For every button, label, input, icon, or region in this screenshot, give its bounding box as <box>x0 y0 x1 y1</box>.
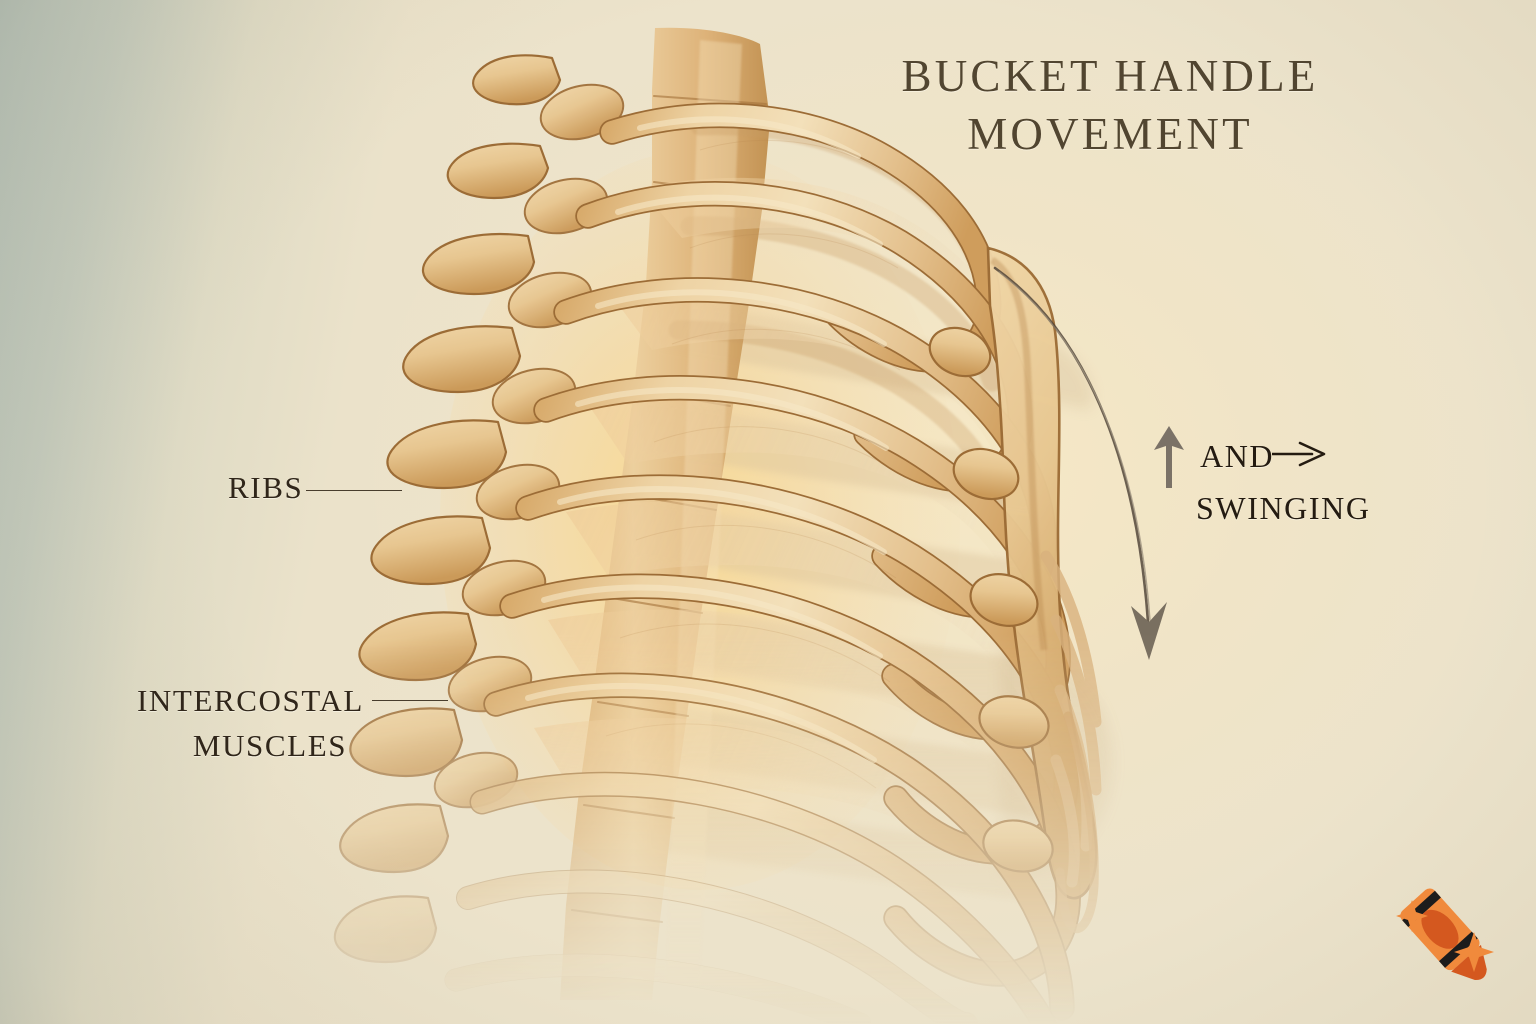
page-title: BUCKET HANDLE MOVEMENT <box>830 48 1390 163</box>
arrow-up-icon <box>1154 426 1184 488</box>
motion-label-and: AND <box>1200 438 1275 474</box>
callout-leader-line-ribs <box>306 490 402 491</box>
spinous-processes <box>333 54 562 964</box>
callout-label-intercostal-muscles: INTERCOSTAL MUSCLES <box>137 679 381 769</box>
costochondral-joints <box>928 326 1054 873</box>
crayon-body <box>1400 888 1487 980</box>
sparkle-icon-2 <box>1454 932 1494 972</box>
bone-hatching <box>605 139 901 789</box>
callout-leader-line-intercostal-muscles <box>372 700 448 701</box>
rib-pair-10 <box>444 953 872 1024</box>
intercostal-muscles-membranes <box>534 177 1047 938</box>
rib-pair-8 <box>469 771 1057 1024</box>
motion-label-swinging: SWINGING <box>1196 490 1371 526</box>
craiyon-crayon-logo[interactable] <box>1382 872 1510 1000</box>
rib-pair-9 <box>456 869 978 1024</box>
callout-label-intercostal-line-1: INTERCOSTAL <box>137 683 364 718</box>
callout-label-intercostal-line-2: MUSCLES <box>192 727 348 763</box>
costal-cartilage-column <box>986 246 1102 934</box>
callout-label-ribs: RIBS <box>228 470 304 505</box>
title-line-2: MOVEMENT <box>967 108 1253 159</box>
title-line-1: BUCKET HANDLE <box>901 51 1319 101</box>
sparkle-icons <box>1396 900 1494 972</box>
sparkle-icon-1 <box>1396 900 1428 932</box>
rib-pair-7 <box>483 672 1075 1021</box>
curved-sweep-arrow-icon <box>993 266 1167 660</box>
arrow-right-icon <box>1272 441 1326 467</box>
